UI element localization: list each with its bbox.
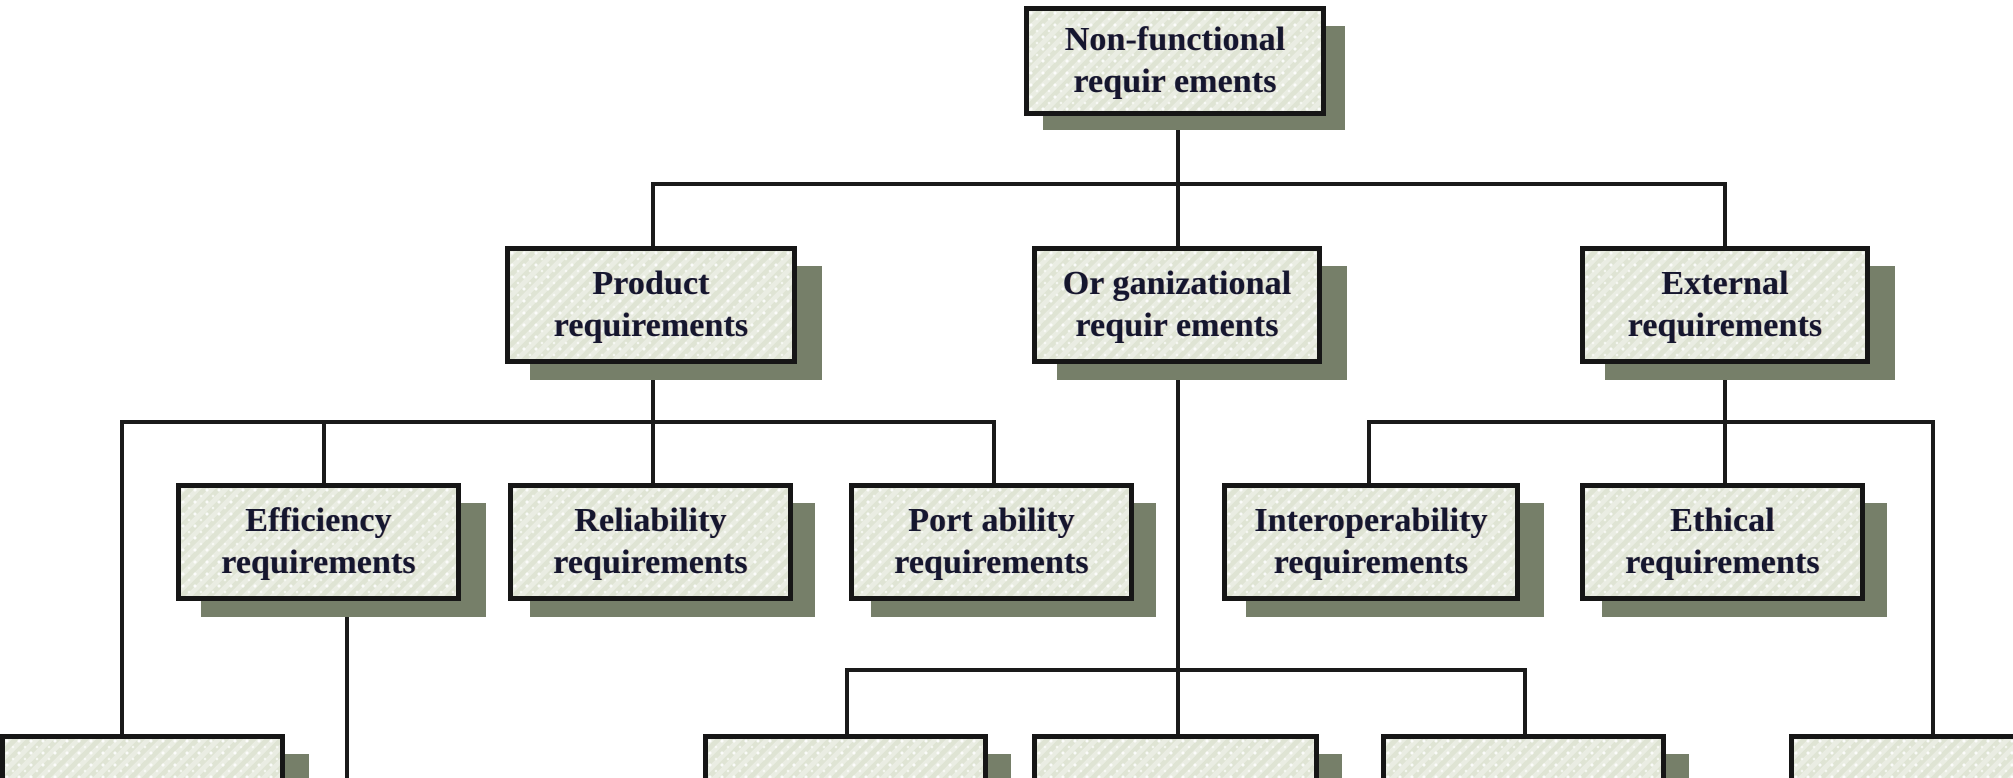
- edge-efficiency-stem: [345, 597, 349, 778]
- node-usability[interactable]: Usability: [0, 734, 285, 778]
- node-interoperability-requirements[interactable]: Interoperability requirements: [1222, 483, 1520, 601]
- edge-external-to-legislative: [1931, 420, 1935, 736]
- edge-organizational-stem: [1176, 360, 1180, 672]
- node-label-line1: Implementation: [1059, 772, 1293, 778]
- edge-external-stem: [1723, 360, 1727, 422]
- edge-product-to-reliability: [651, 420, 655, 485]
- node-label-line1: Usability: [77, 772, 208, 778]
- node-label-line2: requirements: [1627, 307, 1823, 344]
- node-reliability-requirements[interactable]: Reliability requirements: [508, 483, 793, 601]
- node-label-line2: requir ements: [1075, 307, 1279, 344]
- node-label-line1: Interoperability: [1254, 501, 1488, 539]
- node-label-line2: requirements: [1625, 544, 1820, 581]
- node-label-line1: Port ability: [908, 501, 1075, 539]
- node-standards[interactable]: Standards: [1381, 734, 1666, 778]
- node-label-line1: Efficiency: [245, 501, 392, 539]
- node-label-line2: requirements: [1273, 544, 1469, 581]
- node-label-line2: requirements: [894, 544, 1089, 581]
- node-label-line1: Or ganizational: [1062, 264, 1292, 302]
- node-label-line1: Standards: [1448, 772, 1598, 778]
- edge-org-to-standards: [1523, 668, 1527, 736]
- edge-org-to-implementation: [1176, 668, 1180, 736]
- edge-external-to-ethical: [1723, 420, 1727, 485]
- node-label-line1: External: [1661, 264, 1789, 302]
- node-product-requirements[interactable]: Product requirements: [505, 246, 797, 364]
- node-label-line1: Reliability: [574, 501, 727, 539]
- node-external-requirements[interactable]: External requirements: [1580, 246, 1870, 364]
- node-implementation[interactable]: Implementation: [1032, 734, 1319, 778]
- edge-org-to-delivery: [845, 668, 849, 736]
- node-label-line2: requirements: [553, 307, 749, 344]
- edge-product-to-portability: [992, 420, 996, 485]
- node-label-line1: Legislative: [1853, 772, 2011, 778]
- node-label-line1: Non-functional: [1064, 20, 1286, 58]
- edge-product-stem: [651, 360, 655, 422]
- edge-product-to-efficiency: [322, 420, 326, 485]
- node-organizational-requirements[interactable]: Or ganizational requir ements: [1032, 246, 1322, 364]
- edge-organizational-bus: [845, 668, 1527, 672]
- edge-external-bus: [1367, 420, 1727, 424]
- edge-product-to-usability: [120, 420, 124, 736]
- edge-external-bus-right: [1723, 420, 1935, 424]
- node-label-line1: Product: [592, 264, 710, 302]
- edge-bus-to-organizational: [1176, 182, 1180, 250]
- node-label-line2: requir ements: [1073, 63, 1277, 100]
- edge-bus-to-product: [651, 182, 655, 250]
- edge-bus-to-external: [1723, 182, 1727, 250]
- edge-external-to-interoperability: [1367, 420, 1371, 485]
- node-label-line2: requirements: [221, 544, 416, 581]
- edge-product-bus: [120, 420, 996, 424]
- node-label-line1: Ethical: [1670, 501, 1775, 539]
- node-label-line1: Delivery: [784, 772, 908, 778]
- edge-level1-bus: [651, 182, 1727, 186]
- node-label-line2: requirements: [553, 544, 748, 581]
- node-legislative[interactable]: Legislative: [1789, 734, 2013, 778]
- edge-root-stem: [1176, 113, 1180, 184]
- node-non-functional-requirements[interactable]: Non-functional requir ements: [1024, 6, 1326, 116]
- node-delivery[interactable]: Delivery: [703, 734, 988, 778]
- node-ethical-requirements[interactable]: Ethical requirements: [1580, 483, 1865, 601]
- node-efficiency-requirements[interactable]: Efficiency requirements: [176, 483, 461, 601]
- node-portability-requirements[interactable]: Port ability requirements: [849, 483, 1134, 601]
